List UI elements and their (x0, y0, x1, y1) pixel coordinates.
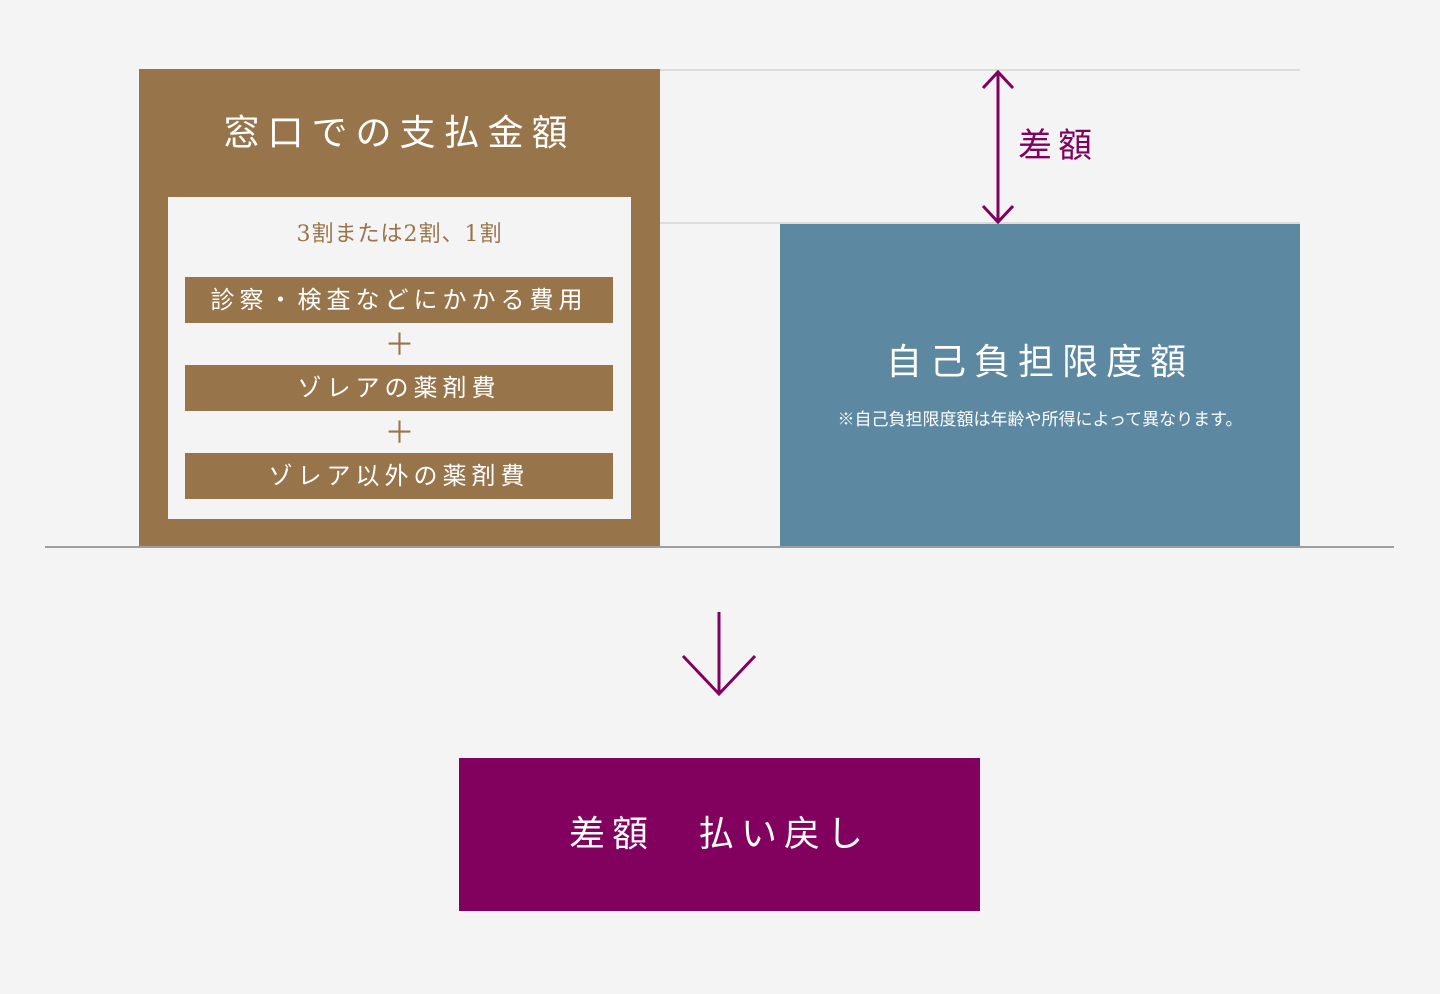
self-pay-limit-note: ※自己負担限度額は年齢や所得によって異なります。 (837, 410, 1243, 430)
baseline (45, 546, 1394, 548)
down-arrow-icon (681, 612, 757, 697)
window-payment-title: 窓口での支払金額 (223, 113, 576, 154)
cost-item-other-drugs: ゾレア以外の薬剤費 (185, 453, 613, 499)
cost-item-medical-exam: 診察・検査などにかかる費用 (185, 277, 613, 323)
difference-label: 差額 (1018, 126, 1098, 166)
window-payment-box: 窓口での支払金額 3割または2割、1割 診察・検査などにかかる費用 ＋ ゾレアの… (139, 69, 660, 548)
self-pay-limit-title: 自己負担限度額 (885, 342, 1194, 383)
refund-label: 差額 払い戻し (568, 814, 870, 855)
cost-breakdown-panel: 3割または2割、1割 診察・検査などにかかる費用 ＋ ゾレアの薬剤費 ＋ ゾレア… (168, 197, 631, 519)
self-pay-limit-box: 自己負担限度額 ※自己負担限度額は年齢や所得によって異なります。 (780, 224, 1300, 547)
limit-guide-line (660, 222, 1300, 224)
refund-box: 差額 払い戻し (459, 758, 980, 911)
top-guide-line (660, 69, 1300, 71)
cost-item-xolair-drug: ゾレアの薬剤費 (185, 365, 613, 411)
plus-icon: ＋ (384, 328, 415, 363)
copay-ratio-label: 3割または2割、1割 (296, 222, 503, 247)
double-headed-arrow-icon (981, 69, 1015, 225)
plus-icon: ＋ (384, 416, 415, 451)
